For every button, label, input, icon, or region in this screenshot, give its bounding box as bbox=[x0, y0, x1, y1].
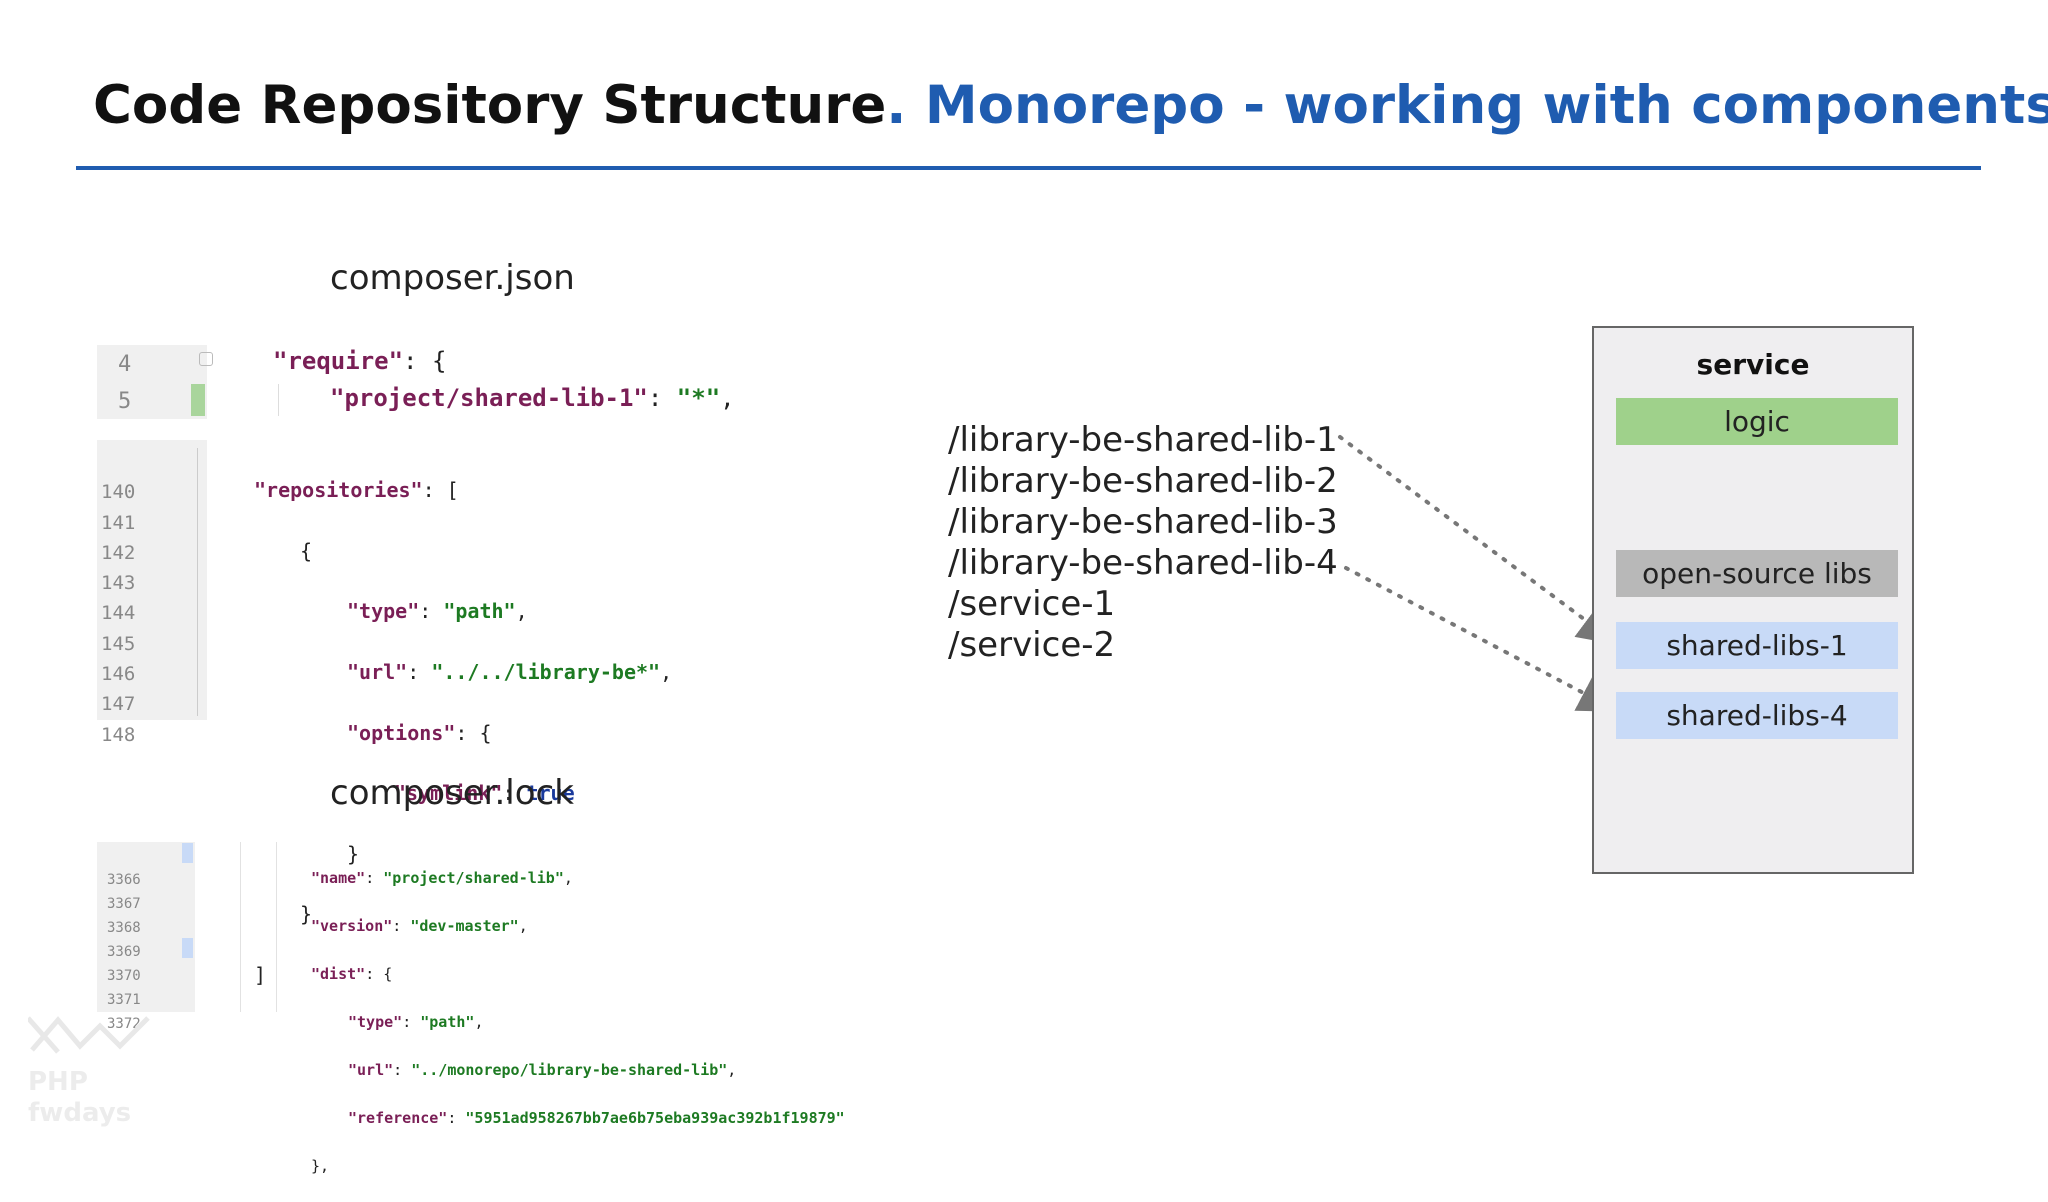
change-marker bbox=[191, 384, 205, 416]
slide-title-main: Code Repository Structure bbox=[93, 75, 887, 136]
line-number: 3368 bbox=[107, 920, 141, 936]
code-line: "version": "dev-master", bbox=[311, 917, 528, 935]
line-numbers: 140 141 142 143 144 145 146 147 148 bbox=[101, 447, 135, 780]
logo-icon bbox=[28, 1016, 150, 1054]
code-gutter bbox=[97, 345, 207, 419]
composer-json-label: composer.json bbox=[330, 258, 575, 298]
path-item: /library-be-shared-lib-4 bbox=[948, 543, 1338, 583]
code-line: "dist": { bbox=[311, 965, 393, 983]
line-number: 3366 bbox=[107, 872, 141, 888]
slide-title-sub: . Monorepo - working with components bbox=[886, 75, 2048, 136]
line-numbers: 3366 3367 3368 3369 3370 3371 3372 bbox=[107, 844, 141, 1060]
indent-guide bbox=[278, 384, 279, 416]
code-gutter bbox=[97, 842, 195, 1012]
line-number: 3367 bbox=[107, 896, 141, 912]
code-line: } bbox=[347, 841, 360, 866]
title-underline bbox=[76, 166, 1981, 170]
arrow-lib1-to-shared1 bbox=[1338, 435, 1619, 645]
code-block: "repositories": [ { "type": "path", "url… bbox=[254, 445, 672, 1021]
line-number: 147 bbox=[101, 693, 136, 716]
change-marker bbox=[182, 843, 193, 863]
path-item: /service-2 bbox=[948, 625, 1116, 665]
line-number: 140 bbox=[101, 481, 136, 504]
fold-line bbox=[197, 448, 198, 716]
code-gutter bbox=[97, 440, 207, 720]
code-line: }, bbox=[311, 1157, 330, 1175]
code-line: "type": "path", bbox=[348, 1013, 484, 1031]
code-line: "url": "../monorepo/library-be-shared-li… bbox=[348, 1061, 737, 1079]
code-line: "url": "../../library-be*", bbox=[347, 660, 673, 685]
indent-guide bbox=[240, 842, 241, 1012]
line-number: 3370 bbox=[107, 968, 141, 984]
composer-lock-label: composer.lock bbox=[330, 773, 574, 813]
path-item: /service-1 bbox=[948, 584, 1116, 624]
repo-paths-list: /library-be-shared-lib-1 /library-be-sha… bbox=[948, 420, 1338, 666]
line-number: 4 bbox=[118, 352, 132, 377]
path-item: /library-be-shared-lib-2 bbox=[948, 461, 1338, 501]
path-item: /library-be-shared-lib-3 bbox=[948, 502, 1338, 542]
path-item: /library-be-shared-lib-1 bbox=[948, 420, 1338, 460]
logo-text-php: PHP bbox=[28, 1067, 88, 1097]
dotted-arrows bbox=[1338, 435, 1620, 712]
code-line: "symlink": true bbox=[394, 781, 575, 806]
code-line: "require": { bbox=[273, 347, 447, 375]
fold-icon[interactable] bbox=[199, 352, 213, 366]
code-line: "options": { bbox=[347, 720, 492, 745]
php-fwdays-logo: PHP fwdays bbox=[28, 1000, 152, 1128]
change-marker bbox=[182, 938, 193, 958]
service-title: service bbox=[1696, 348, 1810, 381]
service-block-logic: logic bbox=[1616, 398, 1898, 445]
code-line: "name": "project/shared-lib", bbox=[311, 869, 573, 887]
line-number: 3369 bbox=[107, 944, 141, 960]
code-line: "type": "path", bbox=[347, 599, 528, 624]
code-line: } bbox=[300, 902, 313, 927]
line-number: 145 bbox=[101, 632, 136, 655]
service-block-shared-libs-4: shared-libs-4 bbox=[1616, 692, 1898, 739]
code-line: ] bbox=[254, 963, 267, 988]
line-number: 148 bbox=[101, 723, 136, 746]
line-number: 143 bbox=[101, 572, 136, 595]
code-line: "repositories": [ bbox=[254, 478, 459, 503]
code-line: { bbox=[300, 538, 313, 563]
arrow-lib4-to-shared4 bbox=[1344, 566, 1620, 712]
line-number: 146 bbox=[101, 663, 136, 686]
service-block-open-source-libs: open-source libs bbox=[1616, 550, 1898, 597]
line-number: 3371 bbox=[107, 992, 141, 1008]
line-number: 144 bbox=[101, 602, 136, 625]
line-number: 141 bbox=[101, 511, 136, 534]
line-number: 3372 bbox=[107, 1016, 141, 1032]
indent-guide bbox=[276, 842, 277, 1012]
line-number: 5 bbox=[118, 389, 132, 414]
line-number: 142 bbox=[101, 541, 136, 564]
slide-title: Code Repository Structure. Monorepo - wo… bbox=[93, 70, 2048, 142]
code-line: "project/shared-lib-1": "*", bbox=[330, 384, 735, 412]
service-block-shared-libs-1: shared-libs-1 bbox=[1616, 622, 1898, 669]
code-line: "reference": "5951ad958267bb7ae6b75eba93… bbox=[348, 1109, 845, 1127]
logo-text-fwdays: fwdays bbox=[28, 1098, 132, 1128]
service-box: service logic open-source libs shared-li… bbox=[1592, 326, 1914, 874]
